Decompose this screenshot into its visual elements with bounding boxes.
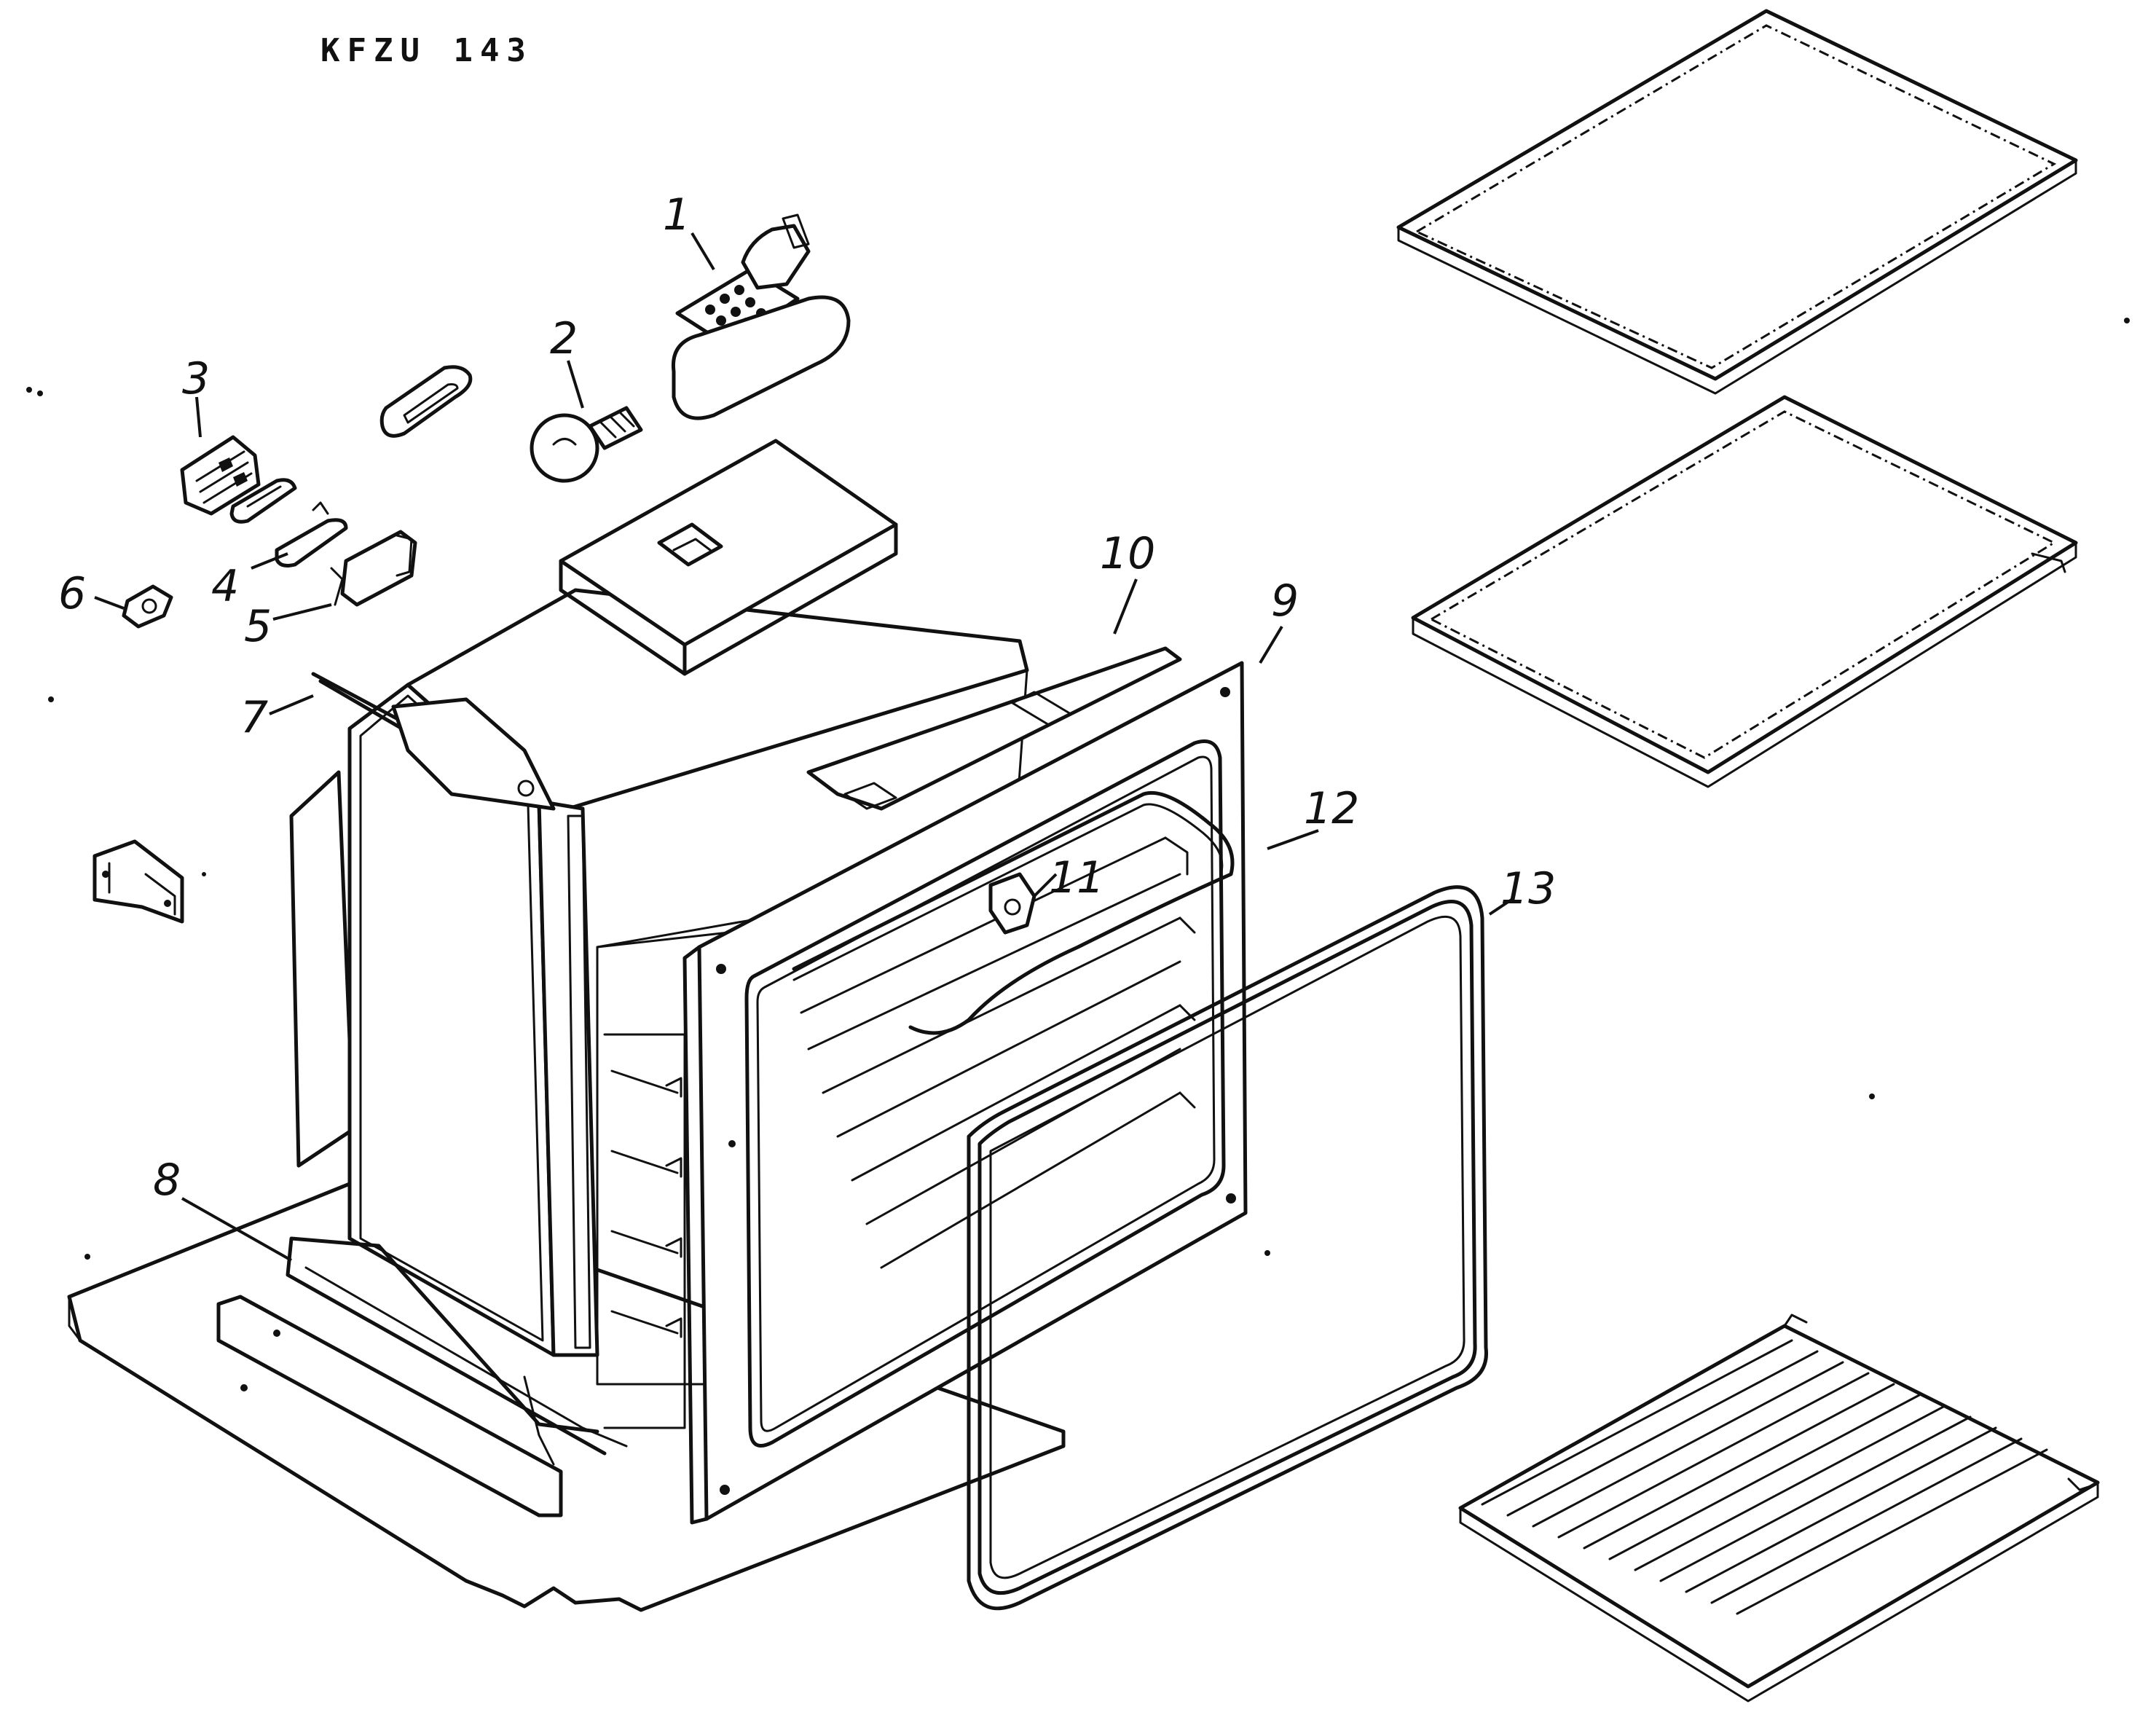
callout-8: 8: [153, 1155, 181, 1206]
callout-6: 6: [58, 568, 86, 619]
top-trim: [806, 646, 1182, 811]
bottom-heating-element: [216, 1236, 628, 1517]
front-frame: [682, 661, 1248, 1525]
top-heating-element: [311, 672, 556, 811]
model-title: KFZU 143: [320, 32, 533, 69]
nut-clip: [122, 584, 173, 629]
light-bulb: [530, 406, 643, 483]
door-seal: [967, 885, 1488, 1611]
baking-tray: [1411, 395, 2078, 788]
callout-9: 9: [1271, 576, 1299, 627]
callout-labels: 1 2 3 4 5 6 7 8 9 10 11 12 13: [58, 189, 1556, 1206]
callout-5: 5: [244, 601, 272, 652]
mounting-bracket: [93, 839, 184, 924]
scan-specks: [26, 318, 2130, 1260]
callout-12: 12: [1304, 783, 1359, 834]
callout-2: 2: [550, 313, 578, 364]
callout-3: 3: [182, 353, 210, 404]
callout-4: 4: [211, 561, 239, 612]
callout-1: 1: [663, 189, 691, 240]
callout-7: 7: [240, 692, 268, 743]
leader-lines: [94, 232, 1513, 1262]
oven-rack: [1458, 1314, 2100, 1703]
grill-element: [792, 790, 1235, 1035]
callout-10: 10: [1100, 528, 1155, 579]
clip: [229, 478, 417, 607]
enamel-tray: [1396, 9, 2078, 395]
callout-13: 13: [1500, 863, 1556, 914]
thermostat-probe: [988, 872, 1036, 935]
base-plate: [67, 1182, 1066, 1612]
gasket: [379, 365, 473, 438]
terminal-block: [180, 435, 261, 516]
lamp-holder: [671, 213, 851, 420]
callout-11: 11: [1049, 852, 1104, 903]
top-insulation-block: [559, 439, 898, 676]
oven-cavity: [289, 588, 1029, 1429]
interior-rails: [800, 836, 1196, 1269]
